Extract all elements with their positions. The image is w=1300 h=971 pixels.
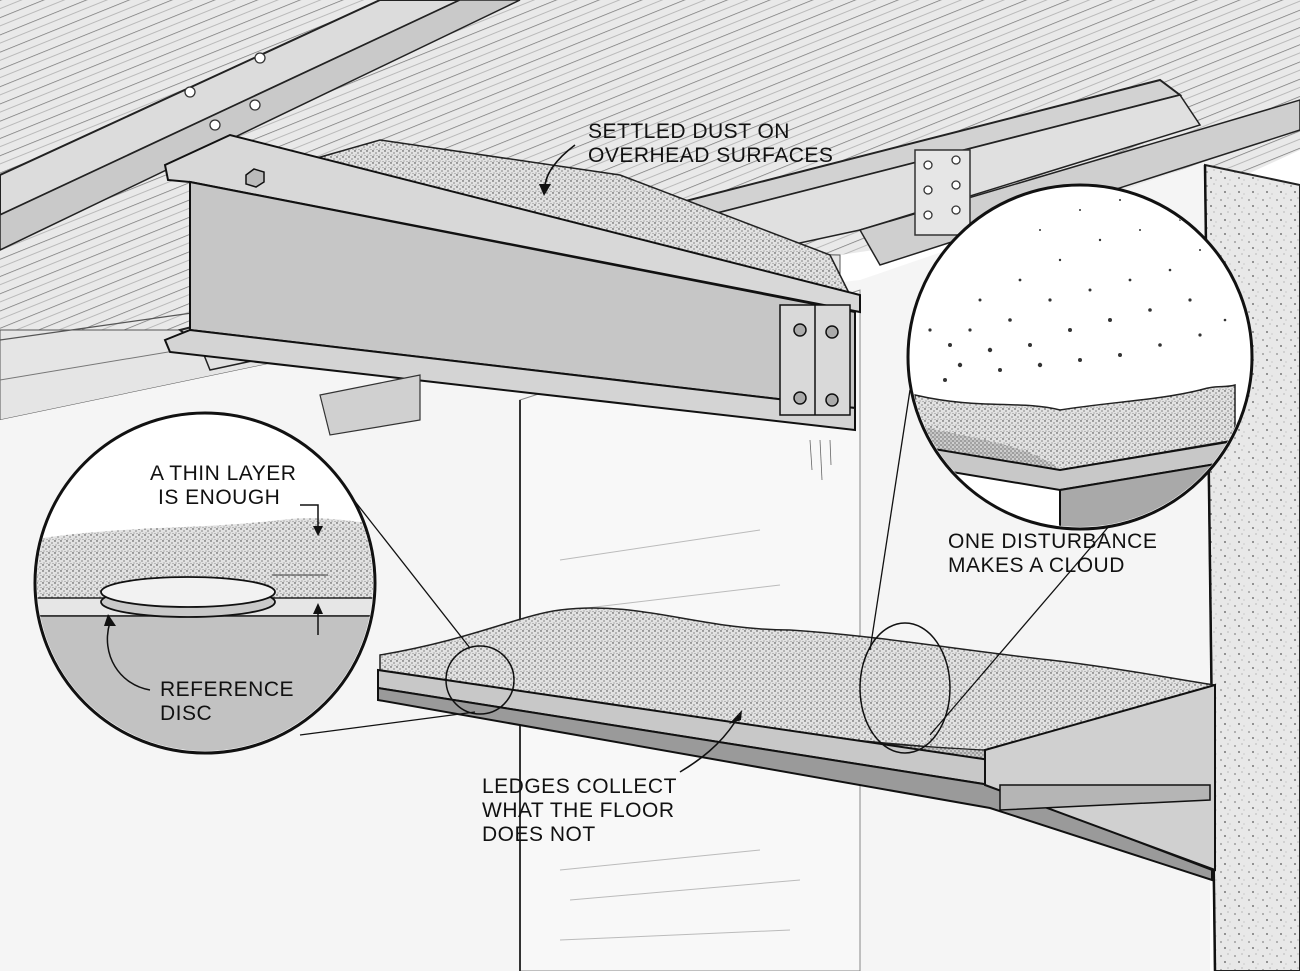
overhead-dust-label-line2: OVERHEAD SURFACES (588, 144, 834, 167)
magnifier-leaders (299, 389, 1111, 736)
wall-ledge (377, 607, 1216, 882)
thin-layer-magnifier (33, 411, 377, 755)
ledges-collect-label: LEDGES COLLECT WHAT THE FLOOR DOES NOT (482, 775, 677, 847)
dust-cloud-label: ONE DISTURBANCE MAKES A CLOUD (948, 530, 1157, 578)
thin-layer-label-line2: IS ENOUGH (158, 486, 281, 509)
overhead-dust-label: SETTLED DUST ON OVERHEAD SURFACES (588, 120, 833, 168)
reference-disc-label-line1: REFERENCE (160, 678, 295, 701)
dust-cloud-label-line1: ONE DISTURBANCE (948, 530, 1158, 553)
dust-cloud-label-line2: MAKES A CLOUD (948, 554, 1125, 577)
dust-cloud-magnifier (906, 183, 1254, 531)
ledges-collect-label-line1: LEDGES COLLECT (482, 775, 677, 798)
overhead-arrowhead (539, 184, 551, 196)
thin-layer-label: A THIN LAYER IS ENOUGH (150, 462, 296, 510)
reference-disc-label-line2: DISC (160, 702, 213, 725)
thin-layer-label-line1: A THIN LAYER (150, 462, 297, 485)
ledges-collect-label-line3: DOES NOT (482, 823, 596, 846)
overhead-dust-label-line1: SETTLED DUST ON (588, 120, 790, 143)
ledge-arrowhead (729, 710, 742, 724)
reference-disc-label: REFERENCE DISC (160, 678, 294, 726)
overhead-i-beam (163, 133, 861, 481)
ledges-collect-label-line2: WHAT THE FLOOR (482, 799, 675, 822)
